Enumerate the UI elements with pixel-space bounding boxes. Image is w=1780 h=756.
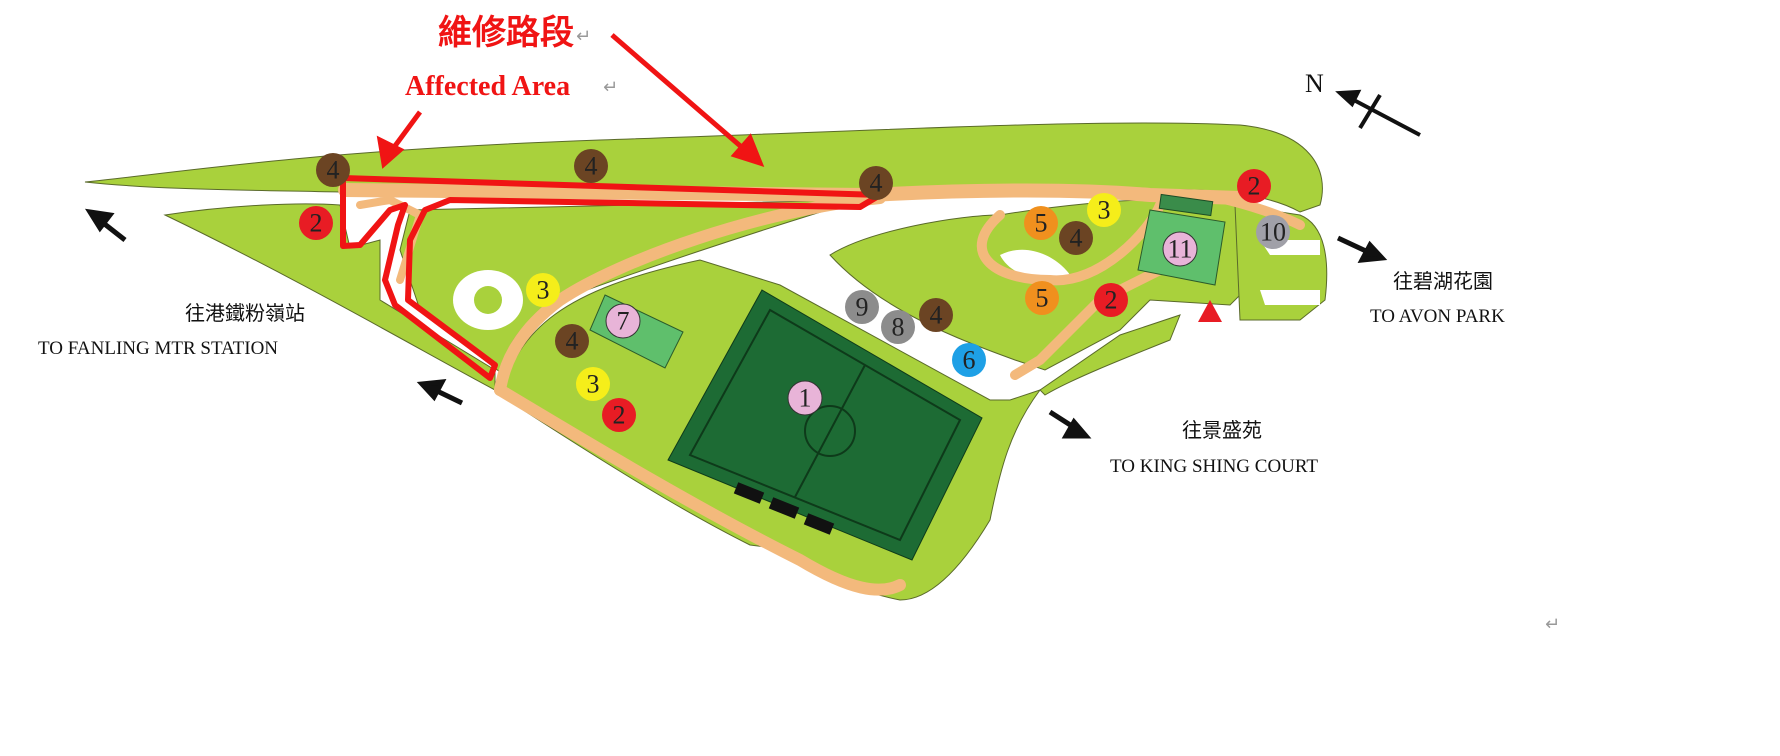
fanling-label-en: TO FANLING MTR STATION — [38, 338, 278, 359]
stands — [733, 482, 835, 535]
arrow-fanling-north — [85, 208, 127, 242]
svg-text:2: 2 — [1248, 172, 1261, 201]
svg-text:4: 4 — [585, 152, 598, 181]
facility-markers: 4 4 4 2 3 4 3 2 7 1 9 8 4 6 5 4 3 5 2 2 … — [299, 149, 1290, 432]
marker-11: 11 — [1162, 231, 1198, 267]
svg-text:4: 4 — [327, 156, 340, 185]
marker-5: 5 — [1024, 206, 1058, 240]
marker-3: 3 — [576, 367, 610, 401]
marker-5: 5 — [1025, 281, 1059, 315]
compass-label: N — [1305, 69, 1324, 98]
svg-text:8: 8 — [892, 313, 905, 342]
svg-text:11: 11 — [1167, 235, 1192, 264]
diagonal-path — [494, 192, 886, 396]
east-connector — [1010, 265, 1165, 380]
arrow-fanling-south — [416, 379, 464, 406]
north-compass — [1335, 89, 1421, 137]
main-path-north — [338, 183, 1247, 205]
footpaths — [338, 183, 1305, 596]
marker-4: 4 — [1059, 221, 1093, 255]
compass-crossbar — [1358, 93, 1382, 130]
avon-label-zh: 往碧湖花園 — [1393, 270, 1493, 293]
south-path — [494, 384, 906, 596]
marker-2: 2 — [299, 206, 333, 240]
marker-4: 4 — [919, 298, 953, 332]
halfway-line — [794, 364, 866, 498]
fanling-label-zh: 往港鐵粉嶺站 — [185, 301, 305, 325]
svg-text:4: 4 — [1070, 224, 1083, 253]
marker-2: 2 — [1094, 283, 1128, 317]
title-zh: 維修路段 — [438, 13, 574, 52]
marker-4: 4 — [859, 166, 893, 200]
svg-text:2: 2 — [310, 209, 323, 238]
svg-text:5: 5 — [1035, 209, 1048, 238]
court-11-seating — [1158, 193, 1214, 217]
paragraph-mark: ↵ — [1545, 614, 1560, 635]
svg-text:3: 3 — [537, 276, 550, 305]
arrow-king-shing — [1048, 409, 1092, 439]
marker-8: 8 — [881, 310, 915, 344]
king-shing-label-zh: 往景盛苑 — [1182, 419, 1262, 442]
roundabout-island — [474, 286, 502, 314]
avon-path — [1215, 193, 1305, 230]
marker-10: 10 — [1256, 215, 1290, 249]
svg-text:10: 10 — [1260, 218, 1286, 247]
football-pitch — [667, 289, 983, 561]
svg-text:4: 4 — [930, 301, 943, 330]
southeast-grass — [1039, 314, 1181, 396]
pitch-lines — [688, 308, 962, 542]
paragraph-mark: ↵ — [576, 26, 591, 47]
marker-7: 7 — [605, 303, 641, 339]
you-are-here-triangle — [1198, 300, 1222, 322]
pitch-surface — [667, 289, 983, 561]
marker-4: 4 — [316, 153, 350, 187]
avon-label-en: TO AVON PARK — [1370, 306, 1505, 327]
svg-text:9: 9 — [856, 293, 869, 322]
svg-text:1: 1 — [799, 384, 812, 413]
marker-3: 3 — [1087, 193, 1121, 227]
centre-circle — [804, 405, 856, 457]
svg-text:3: 3 — [587, 370, 600, 399]
marker-6: 6 — [952, 343, 986, 377]
arrow-avon — [1336, 235, 1388, 263]
annotation-arrows — [376, 33, 765, 169]
marker-4: 4 — [555, 324, 589, 358]
marker-4: 4 — [574, 149, 608, 183]
direction-arrows — [85, 208, 1388, 439]
east-loop — [976, 200, 1165, 286]
svg-text:5: 5 — [1036, 284, 1049, 313]
marker-9: 9 — [845, 290, 879, 324]
svg-text:2: 2 — [613, 401, 626, 430]
svg-text:2: 2 — [1105, 286, 1118, 315]
marker-1: 1 — [787, 380, 823, 416]
svg-text:6: 6 — [963, 346, 976, 375]
affected-area-outline — [340, 175, 883, 381]
title-en: Affected Area — [405, 71, 570, 102]
king-shing-label-en: TO KING SHING COURT — [1110, 456, 1318, 477]
svg-text:7: 7 — [617, 307, 630, 336]
marker-2: 2 — [602, 398, 636, 432]
svg-text:4: 4 — [566, 327, 579, 356]
paragraph-mark: ↵ — [603, 77, 618, 98]
marker-2: 2 — [1237, 169, 1271, 203]
compass-needle — [1349, 96, 1421, 137]
marker-3: 3 — [526, 273, 560, 307]
svg-text:4: 4 — [870, 169, 883, 198]
svg-text:3: 3 — [1098, 196, 1111, 225]
compass-arrowhead — [1335, 89, 1362, 108]
